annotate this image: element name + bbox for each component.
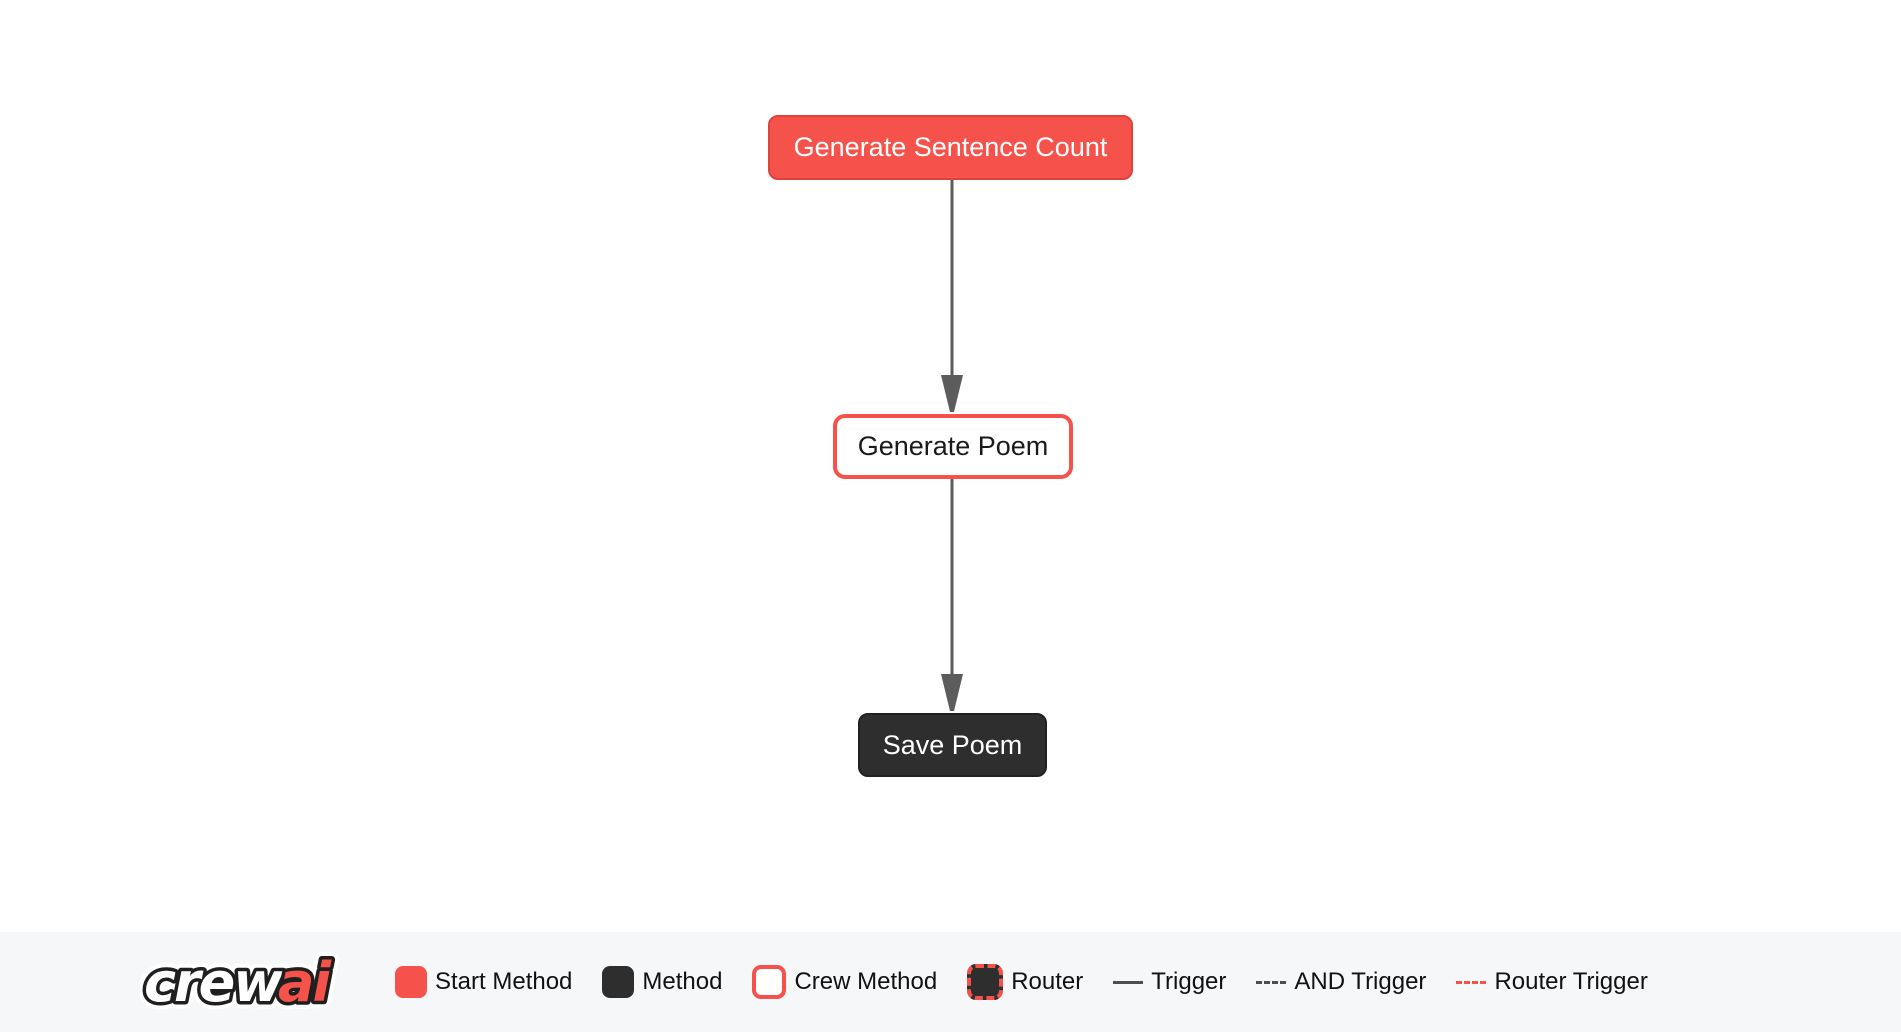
- crew-method-swatch-icon: [752, 965, 787, 999]
- trigger-edge: [941, 479, 963, 711]
- legend-item-label: Router Trigger: [1494, 968, 1648, 995]
- node-save-poem[interactable]: Save Poem: [858, 713, 1047, 777]
- trigger-edge: [941, 180, 963, 412]
- legend-item-label: Trigger: [1151, 968, 1227, 995]
- svg-text:crew: crew: [144, 951, 284, 1014]
- and-trigger-line-icon: [1256, 980, 1287, 984]
- logo-text: crew ai: [141, 948, 338, 1018]
- legend-item-router: Router: [967, 964, 1083, 1000]
- crewai-logo: crew ai crew ai: [140, 945, 365, 1021]
- arrowhead-icon: [941, 375, 963, 412]
- node-generate-poem[interactable]: Generate Poem: [833, 414, 1073, 479]
- legend-item-crew-method: Crew Method: [752, 965, 937, 999]
- node-generate-sentence-count[interactable]: Generate Sentence Count: [768, 115, 1133, 180]
- legend-item-trigger: Trigger: [1113, 968, 1226, 996]
- logo-text-ai: ai: [278, 951, 332, 1014]
- legend-item-method: Method: [602, 966, 722, 998]
- start-method-swatch-icon: [395, 966, 427, 998]
- method-swatch-icon: [602, 966, 635, 998]
- router-swatch-icon: [967, 964, 1004, 1000]
- logo-text-crew: crew: [144, 951, 284, 1014]
- router-trigger-line-icon: [1456, 980, 1487, 984]
- legend-item-and-trigger: AND Trigger: [1256, 968, 1426, 996]
- legend-item-start-method: Start Method: [395, 966, 572, 998]
- trigger-line-icon: [1113, 980, 1144, 984]
- flow-canvas[interactable]: Generate Sentence Count Generate Poem Sa…: [0, 0, 1901, 932]
- legend-item-label: Router: [1011, 968, 1084, 995]
- arrowhead-icon: [941, 674, 963, 711]
- legend-bar: crew ai crew ai Start Method Method Crew…: [0, 932, 1901, 1032]
- legend-item-router-trigger: Router Trigger: [1456, 968, 1648, 996]
- legend-item-label: Method: [642, 968, 723, 995]
- legend-item-label: AND Trigger: [1294, 968, 1427, 995]
- legend-item-label: Start Method: [435, 968, 573, 995]
- legend-item-label: Crew Method: [794, 968, 938, 995]
